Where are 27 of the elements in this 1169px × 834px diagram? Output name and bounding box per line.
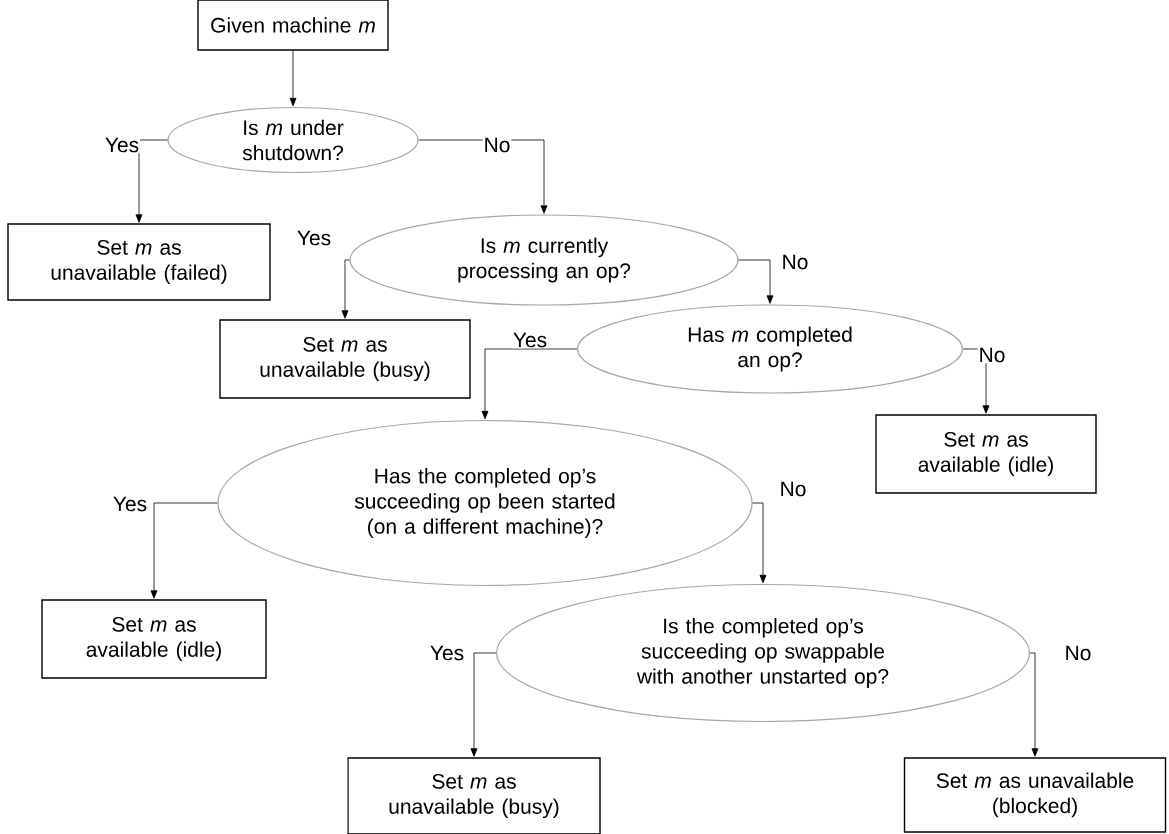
arrow xyxy=(135,139,168,223)
edge-label: No xyxy=(1063,644,1093,662)
arrow xyxy=(289,50,297,107)
result-box: Set m as unavailable (failed) xyxy=(7,223,271,301)
result-box: Set m as available (idle) xyxy=(875,414,1097,494)
edge-label: No xyxy=(977,346,1007,364)
edge-label: No xyxy=(780,253,810,271)
result-box: Set m as unavailable (busy) xyxy=(219,319,471,399)
edge-label: Yes xyxy=(103,136,141,154)
result-box: Set m as unavailable (busy) xyxy=(347,757,601,834)
edge-label: Yes xyxy=(428,644,466,662)
result-box: Given machine m xyxy=(197,0,389,51)
edge-label: Yes xyxy=(511,331,549,349)
edge-label: Yes xyxy=(111,495,149,513)
edge-label: No xyxy=(778,480,808,498)
result-box: Set m as available (idle) xyxy=(41,599,267,679)
arrow xyxy=(418,139,548,214)
arrow xyxy=(470,652,497,757)
arrow xyxy=(752,502,767,584)
result-box: Set m as unavailable (blocked) xyxy=(903,757,1167,833)
arrow xyxy=(481,348,578,420)
edge-label: Yes xyxy=(295,229,333,247)
arrow xyxy=(341,259,350,319)
arrow xyxy=(738,259,774,304)
arrow xyxy=(150,502,218,599)
arrow xyxy=(1029,652,1039,757)
edge-label: No xyxy=(482,136,512,154)
